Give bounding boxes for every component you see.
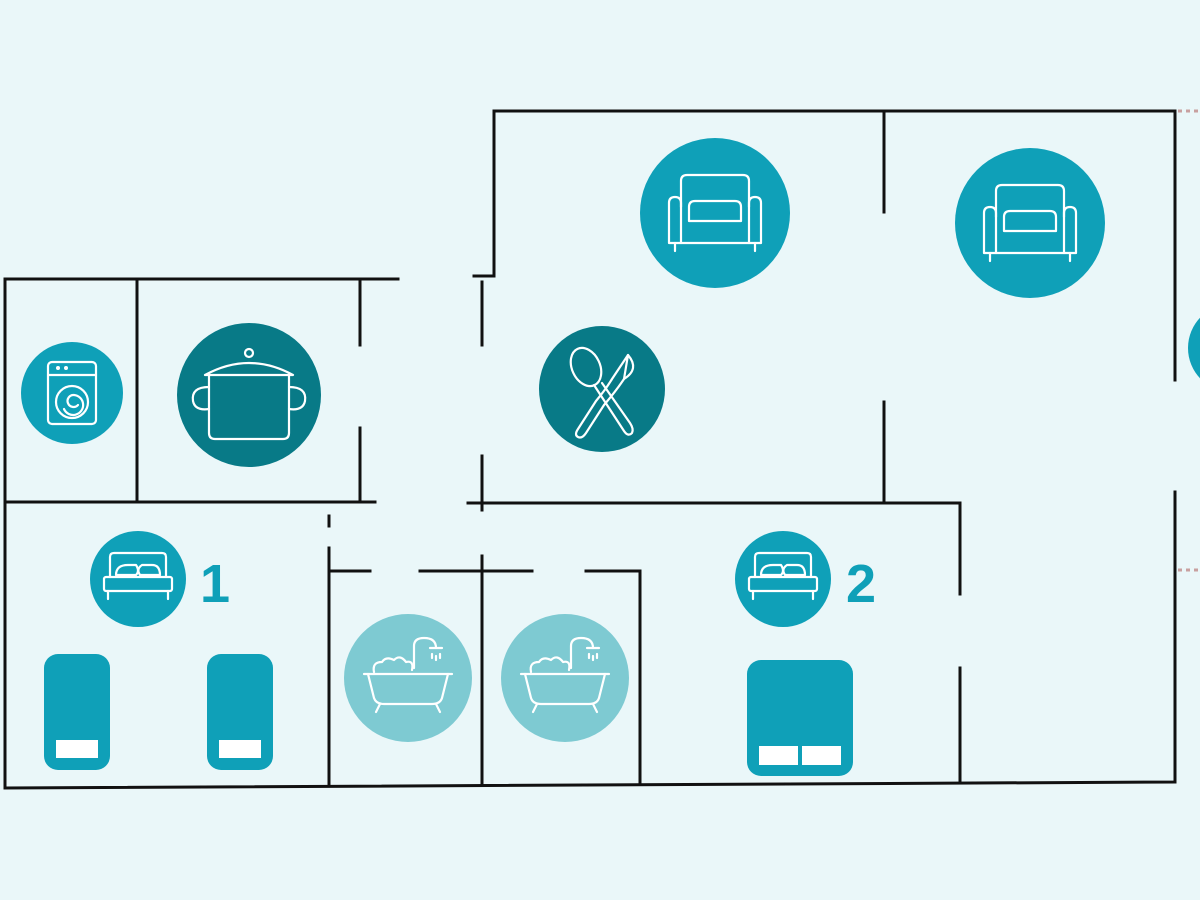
armchair-icon [955,148,1105,298]
bedroom-1-number: 1 [200,554,230,614]
bathtub-shower-icon [344,614,472,742]
double-bed-icon [747,660,853,776]
partial-room-icon [1188,317,1200,379]
spoon-fork-icon [539,326,665,452]
cooking-pot-icon [177,323,321,467]
single-bed-icon [44,654,110,770]
bedroom-2-number: 2 [846,554,876,614]
washing-machine-icon [21,342,123,444]
bed-icon [735,531,831,627]
dashed-openings [1178,109,1200,572]
walls [3,109,1177,790]
bed-icon [90,531,186,627]
single-bed-icon [207,654,273,770]
bathtub-shower-icon [501,614,629,742]
armchair-icon [640,138,790,288]
